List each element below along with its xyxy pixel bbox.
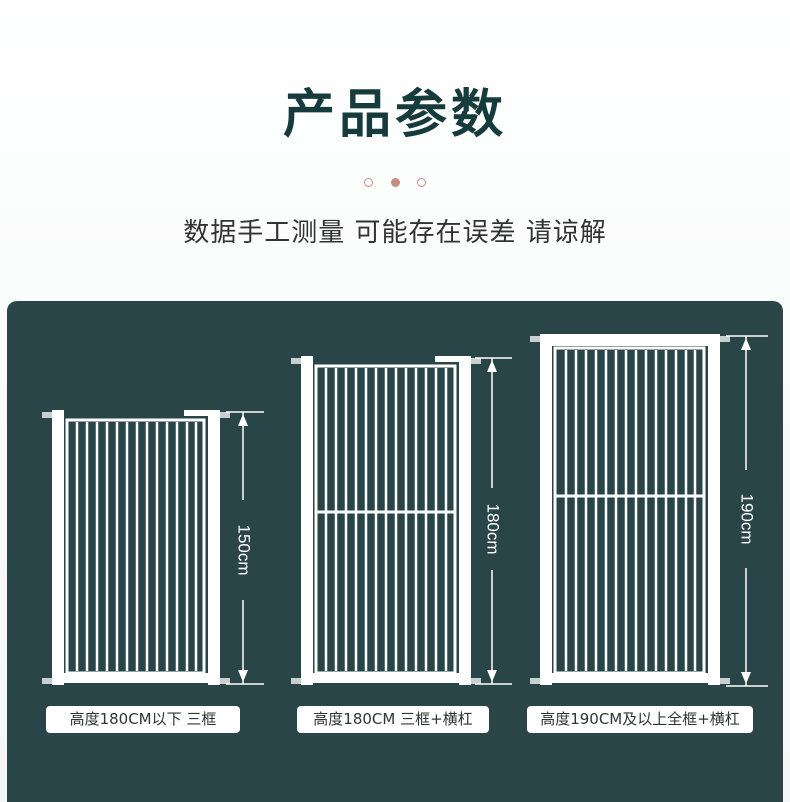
gate-150-dimension-line: [226, 411, 264, 685]
gate-180-illustration: [291, 356, 481, 685]
gate-150-height-label: 150cm: [235, 524, 254, 575]
pagination-dot-3[interactable]: [416, 178, 426, 187]
gate-150-illustration: [42, 410, 230, 685]
gate-190-illustration: [530, 334, 730, 685]
page-subtitle: 数据手工测量 可能存在误差 请谅解: [183, 218, 607, 248]
pagination-dots: [0, 172, 790, 191]
gate-150-caption: 高度180CM以下 三框: [46, 706, 240, 733]
pagination-dot-2[interactable]: [390, 178, 400, 187]
gate-180-caption: 高度180CM 三框+横杠: [297, 706, 489, 733]
gate-190-height-label: 190cm: [738, 493, 757, 544]
gate-190-dimension-line: [726, 335, 768, 687]
pagination-dot-1[interactable]: [364, 178, 374, 187]
gate-180-dimension-line: [475, 357, 512, 685]
page-title: 产品参数: [282, 85, 507, 145]
gate-190-caption: 高度190CM及以上全框+横杠: [527, 706, 753, 733]
gate-180-height-label: 180cm: [484, 503, 503, 554]
